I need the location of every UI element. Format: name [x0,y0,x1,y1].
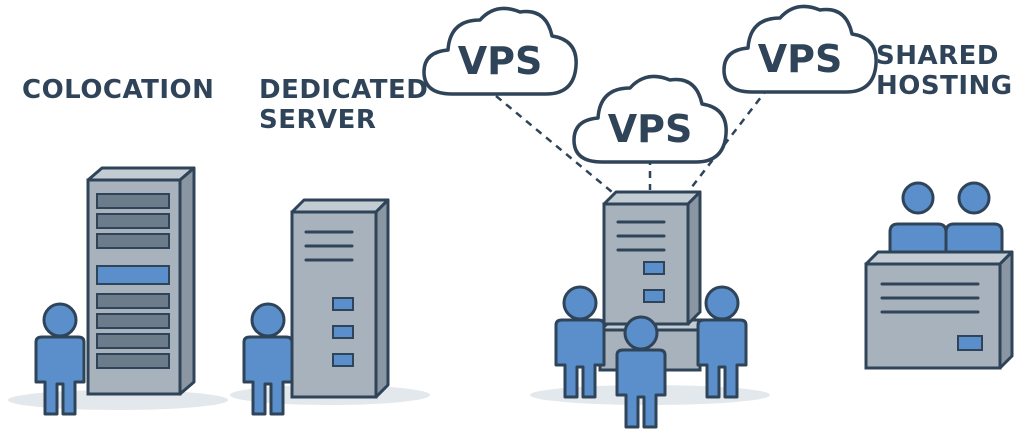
person-icon [554,285,606,399]
label-dedicated-server: DEDICATED SERVER [259,75,429,135]
label-colocation: COLOCATION [22,75,215,105]
cloud-vps-label: VPS [758,37,843,81]
cloud-vps-label: VPS [458,39,543,83]
vps-server-icon [598,190,714,372]
server-rack-icon [86,166,196,396]
cloud-icon: VPS [572,74,728,164]
server-tower-icon [290,198,390,399]
person-icon [615,315,667,429]
cloud-icon: VPS [722,4,878,94]
cloud-vps-label: VPS [608,107,693,151]
label-shared-hosting: SHARED HOSTING [876,41,1013,101]
cloud-icon: VPS [422,6,578,96]
shared-hosting-box-icon [864,181,1014,370]
person-icon [696,285,748,399]
